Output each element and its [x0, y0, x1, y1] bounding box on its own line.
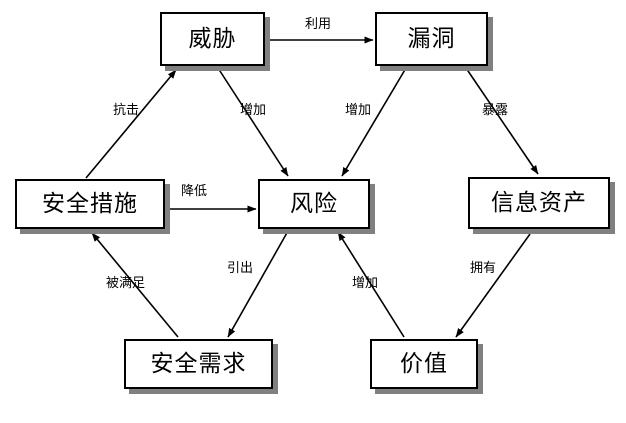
edge-line-assets-value — [455, 233, 531, 338]
node-label-value: 价值 — [400, 350, 448, 377]
edge-line-vulnerability-assets — [465, 67, 539, 175]
edge-line-risk-requirements — [227, 230, 289, 338]
edge-label-reduce: 降低 — [181, 184, 208, 199]
node-label-vulnerability: 漏洞 — [407, 25, 456, 52]
edge-line-value-risk — [337, 231, 405, 338]
node-label-security-measures: 安全措施 — [42, 190, 138, 217]
edge-label-expose: 暴露 — [482, 103, 509, 118]
node-security-requirements[interactable]: 安全需求 — [124, 339, 273, 389]
edge-label-exploit: 利用 — [305, 17, 332, 32]
node-risk[interactable]: 风险 — [258, 179, 370, 229]
edge-line-threat-risk — [217, 67, 289, 177]
edge-line-measures-threat — [85, 69, 177, 179]
node-information-assets[interactable]: 信息资产 — [468, 177, 610, 229]
node-threat[interactable]: 威胁 — [160, 12, 265, 66]
edge-line-requirements-measures — [91, 232, 179, 338]
edge-label-increase-value-risk: 增加 — [352, 276, 379, 291]
node-label-security-requirements: 安全需求 — [150, 350, 247, 377]
edge-label-derive: 引出 — [227, 261, 254, 276]
node-label-risk: 风险 — [290, 190, 338, 217]
edge-label-increase-vuln-risk: 增加 — [345, 103, 372, 118]
node-label-information-assets: 信息资产 — [491, 189, 587, 216]
edge-line-vulnerability-risk — [341, 67, 407, 177]
node-vulnerability[interactable]: 漏洞 — [375, 12, 488, 66]
node-label-threat: 威胁 — [188, 25, 237, 52]
edge-label-own: 拥有 — [470, 261, 497, 276]
node-value[interactable]: 价值 — [370, 339, 478, 389]
node-security-measures[interactable]: 安全措施 — [15, 179, 165, 229]
edge-label-counter: 抗击 — [113, 103, 140, 118]
edge-label-increase-threat-risk: 增加 — [240, 103, 267, 118]
edge-label-satisfied: 被满足 — [106, 276, 146, 291]
